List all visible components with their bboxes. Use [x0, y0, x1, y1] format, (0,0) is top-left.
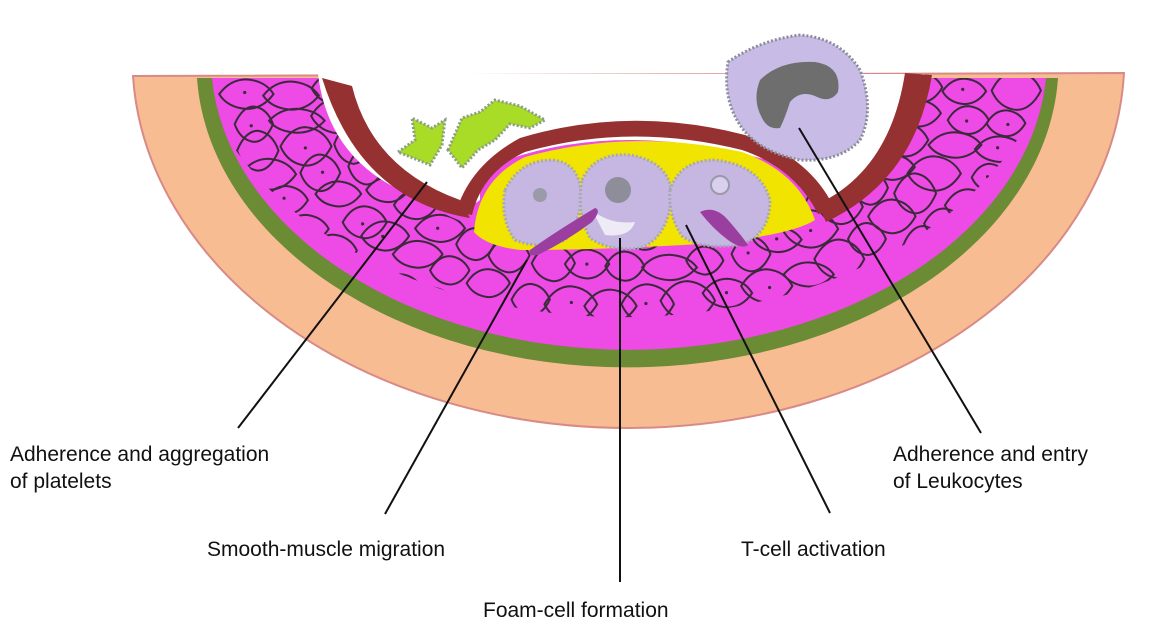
cell-nucleus [725, 291, 728, 294]
label-leukocyte-entry: Adherence and entry of Leukocytes [893, 441, 1088, 495]
label-platelet-adherence: Adherence and aggregation of platelets [10, 441, 269, 495]
cell-nucleus [250, 124, 253, 127]
label-platelet-line1: Adherence and aggregation [10, 441, 269, 468]
label-foam-cell-formation: Foam-cell formation [483, 597, 669, 624]
cell-nucleus [768, 286, 771, 289]
cell-nucleus [570, 301, 573, 304]
cell-nucleus [304, 146, 307, 149]
cell-nucleus [361, 222, 364, 225]
cell-nucleus [436, 227, 439, 230]
cell-nucleus [809, 229, 812, 232]
cell-nucleus [585, 263, 588, 266]
cell-nucleus [965, 119, 968, 122]
label-platelet-line2: of platelets [10, 468, 269, 495]
cell-nucleus [746, 251, 749, 254]
label-leukocyte-line2: of Leukocytes [893, 468, 1088, 495]
cell-nucleus [282, 197, 285, 200]
cell-nucleus [243, 91, 246, 94]
cell-nucleus [321, 171, 324, 174]
label-smooth-muscle-migration: Smooth-muscle migration [207, 536, 445, 563]
cell-nucleus [644, 302, 647, 305]
cell-nucleus [961, 88, 964, 91]
cell-nucleus [775, 237, 778, 240]
cell-nucleus [996, 146, 999, 149]
label-t-cell-activation: T-cell activation [741, 536, 886, 563]
label-leukocyte-line1: Adherence and entry [893, 441, 1088, 468]
cell-nucleus [1006, 123, 1009, 126]
